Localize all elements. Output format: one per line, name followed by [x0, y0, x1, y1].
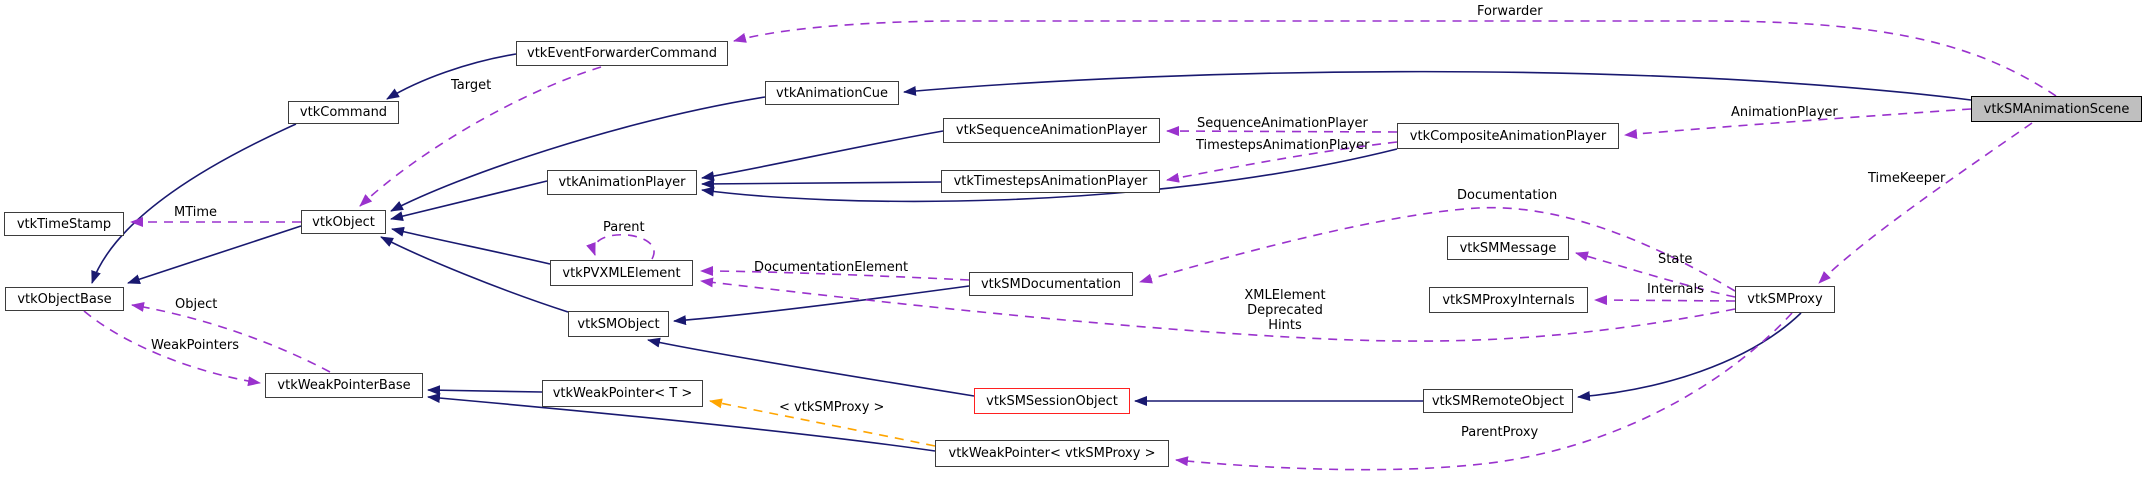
- edge-inherit-smobject-object: [380, 236, 569, 313]
- node-vtksmanimationscene: vtkSMAnimationScene: [1971, 96, 2142, 122]
- node-vtkanimationcue[interactable]: vtkAnimationCue: [765, 81, 899, 105]
- edge-usage-state: [1575, 251, 1736, 298]
- node-vtksmremoteobject[interactable]: vtkSMRemoteObject: [1423, 389, 1573, 413]
- edge-inherit-smdocumentation-smobject: [673, 285, 970, 326]
- edge-label-target: Target: [451, 78, 492, 93]
- edge-label-object: Object: [175, 297, 218, 312]
- edge-usage-target: [359, 66, 602, 207]
- edge-inherit-smanimationscene-animationcue: [903, 70, 1972, 101]
- node-vtktimestamp[interactable]: vtkTimeStamp: [4, 212, 124, 236]
- edge-inherit-object-objectbase: [127, 225, 302, 284]
- edge-label-sequenceanimationplayer: SequenceAnimationPlayer: [1197, 116, 1368, 131]
- edge-usage-forwarder: [733, 20, 2057, 97]
- node-vtkcommand[interactable]: vtkCommand: [288, 101, 399, 124]
- edge-usage-documentation: [1139, 206, 1736, 292]
- node-vtksmsessionobject[interactable]: vtkSMSessionObject: [974, 388, 1130, 414]
- edge-inherit-weakpointerproxy-weakpointerbase: [427, 393, 936, 452]
- edge-usage-weakpointers: [83, 310, 261, 387]
- edge-label-mtime: MTime: [174, 205, 218, 220]
- edge-label-documentation: Documentation: [1457, 188, 1558, 203]
- edge-inherit-weakpointert-weakpointerbase: [427, 385, 543, 396]
- edge-label-vtksmproxy-template: < vtkSMProxy >: [779, 400, 885, 415]
- edge-inherit-smsessionobject-smobject: [647, 337, 975, 397]
- node-vtksmproxy[interactable]: vtkSMProxy: [1735, 286, 1835, 313]
- node-vtktimestepsanimationplayer[interactable]: vtkTimestepsAnimationPlayer: [941, 170, 1160, 193]
- node-vtkweakpointerbase[interactable]: vtkWeakPointerBase: [265, 373, 423, 398]
- edge-usage-sequenceanimationplayer: [1166, 126, 1398, 137]
- edge-usage-internals: [1594, 295, 1736, 306]
- edge-label-state: State: [1658, 252, 1693, 267]
- edge-label-internals: Internals: [1647, 282, 1704, 297]
- edge-inherit-pvxmlelement-object: [391, 226, 551, 265]
- node-vtksmobject[interactable]: vtkSMObject: [568, 311, 669, 337]
- node-vtksmdocumentation[interactable]: vtkSMDocumentation: [969, 272, 1133, 296]
- node-vtkpvxmlelement[interactable]: vtkPVXMLElement: [550, 260, 693, 286]
- edge-usage-timestepsanimationplayer: [1166, 141, 1398, 183]
- edge-label-timekeeper: TimeKeeper: [1868, 171, 1946, 186]
- node-vtkeventforwardercommand[interactable]: vtkEventForwarderCommand: [516, 41, 728, 66]
- edge-label-animationplayer: AnimationPlayer: [1731, 105, 1838, 120]
- edge-inherit-eventforwarder-command: [386, 53, 517, 100]
- edge-label-xmlelement-deprecated-hints: XMLElement Deprecated Hints: [1244, 288, 1326, 333]
- edge-inherit-command-objectbase: [91, 123, 297, 284]
- node-vtkobjectbase[interactable]: vtkObjectBase: [5, 287, 124, 311]
- edge-inherit-timestepsplayer-animationplayer: [701, 178, 942, 189]
- edge-inherit-animationplayer-object: [390, 180, 548, 222]
- edge-label-documentationelement: DocumentationElement: [754, 260, 909, 275]
- node-vtkanimationplayer[interactable]: vtkAnimationPlayer: [547, 170, 697, 195]
- edge-inherit-sequenceplayer-animationplayer: [701, 130, 944, 181]
- edge-label-timestepsanimationplayer: TimestepsAnimationPlayer: [1196, 138, 1370, 153]
- edge-inherit-compositeplayer-animationplayer: [701, 148, 1398, 203]
- node-vtkobject[interactable]: vtkObject: [301, 210, 386, 234]
- edge-label-parentproxy: ParentProxy: [1461, 425, 1539, 440]
- edge-usage-parentproxy: [1175, 312, 1793, 471]
- edge-usage-documentationelement: [700, 266, 970, 281]
- node-vtkweakpointer-vtksmproxy[interactable]: vtkWeakPointer< vtkSMProxy >: [935, 440, 1169, 467]
- edge-usage-parent-selfloop: [586, 233, 655, 260]
- edge-usage-object: [131, 302, 331, 373]
- edge-label-weakpointers: WeakPointers: [151, 338, 239, 353]
- edge-label-forwarder: Forwarder: [1477, 4, 1543, 19]
- node-vtkcompositeanimationplayer[interactable]: vtkCompositeAnimationPlayer: [1397, 123, 1619, 149]
- edge-inherit-animationcue-object: [390, 96, 766, 212]
- edge-inherit-smproxy-smremoteobject: [1577, 312, 1802, 401]
- node-vtksmproxyinternals[interactable]: vtkSMProxyInternals: [1429, 287, 1588, 313]
- edge-usage-timekeeper: [1818, 122, 2033, 284]
- edge-label-parent: Parent: [603, 220, 645, 235]
- node-vtkweakpointer-t[interactable]: vtkWeakPointer< T >: [542, 380, 703, 407]
- node-vtksequenceanimationplayer[interactable]: vtkSequenceAnimationPlayer: [943, 118, 1160, 143]
- node-vtksmmessage[interactable]: vtkSMMessage: [1447, 236, 1569, 260]
